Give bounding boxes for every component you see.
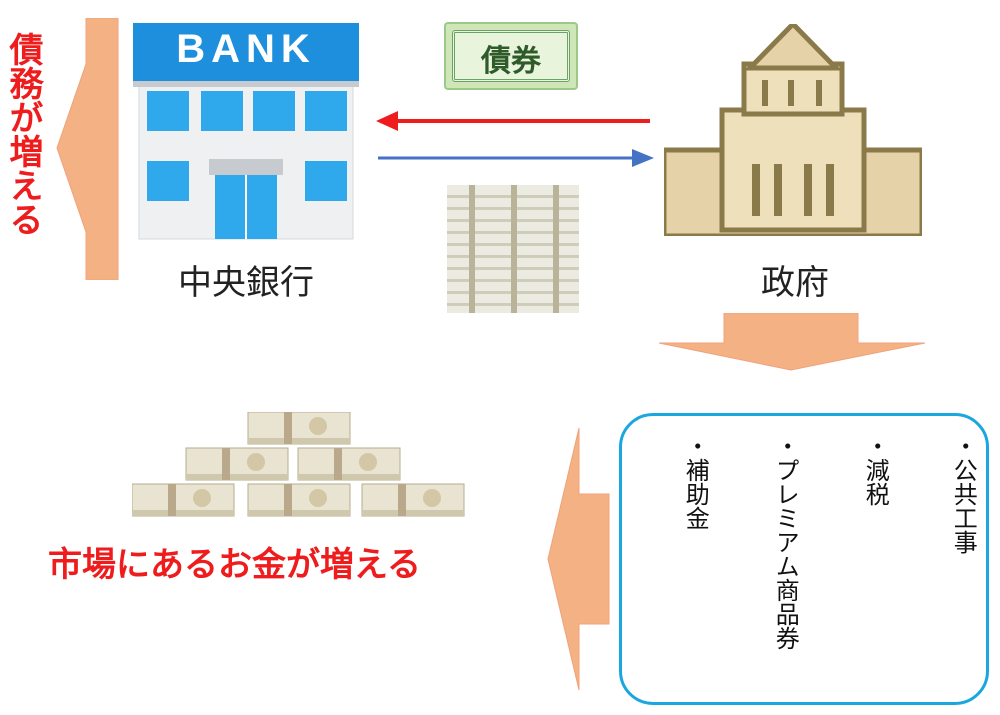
policy-item: ・公共工事 [949,434,978,554]
market-money-increase-text: 市場にあるお金が増える [48,545,421,585]
policy-item: ・減税 [861,434,890,506]
money-flow-arrow [378,149,654,167]
bank-sign: BANK [176,27,316,71]
debt-increase-text: 債務が増える [3,32,43,236]
spending-block-arrow [658,313,926,371]
bond-flow-arrow [376,111,650,131]
market-block-arrow [547,428,610,690]
debt-block-arrow [56,18,119,280]
government-label: 政府 [761,263,829,303]
policy-item: ・補助金 [681,434,710,530]
bank-label: 中央銀行 [178,263,314,303]
policy-item: ・プレミアム商品券 [771,434,800,650]
money-pile-icon [447,185,579,313]
bond-label: 債券 [481,44,541,79]
government-building-icon [664,24,922,236]
policy-measures-box: ・公共工事 ・減税 ・プレミアム商品券 ・補助金 [619,413,989,705]
bond-note: 債券 [444,22,578,90]
bank-building-icon [133,23,359,240]
money-bundles-icon [132,412,465,517]
